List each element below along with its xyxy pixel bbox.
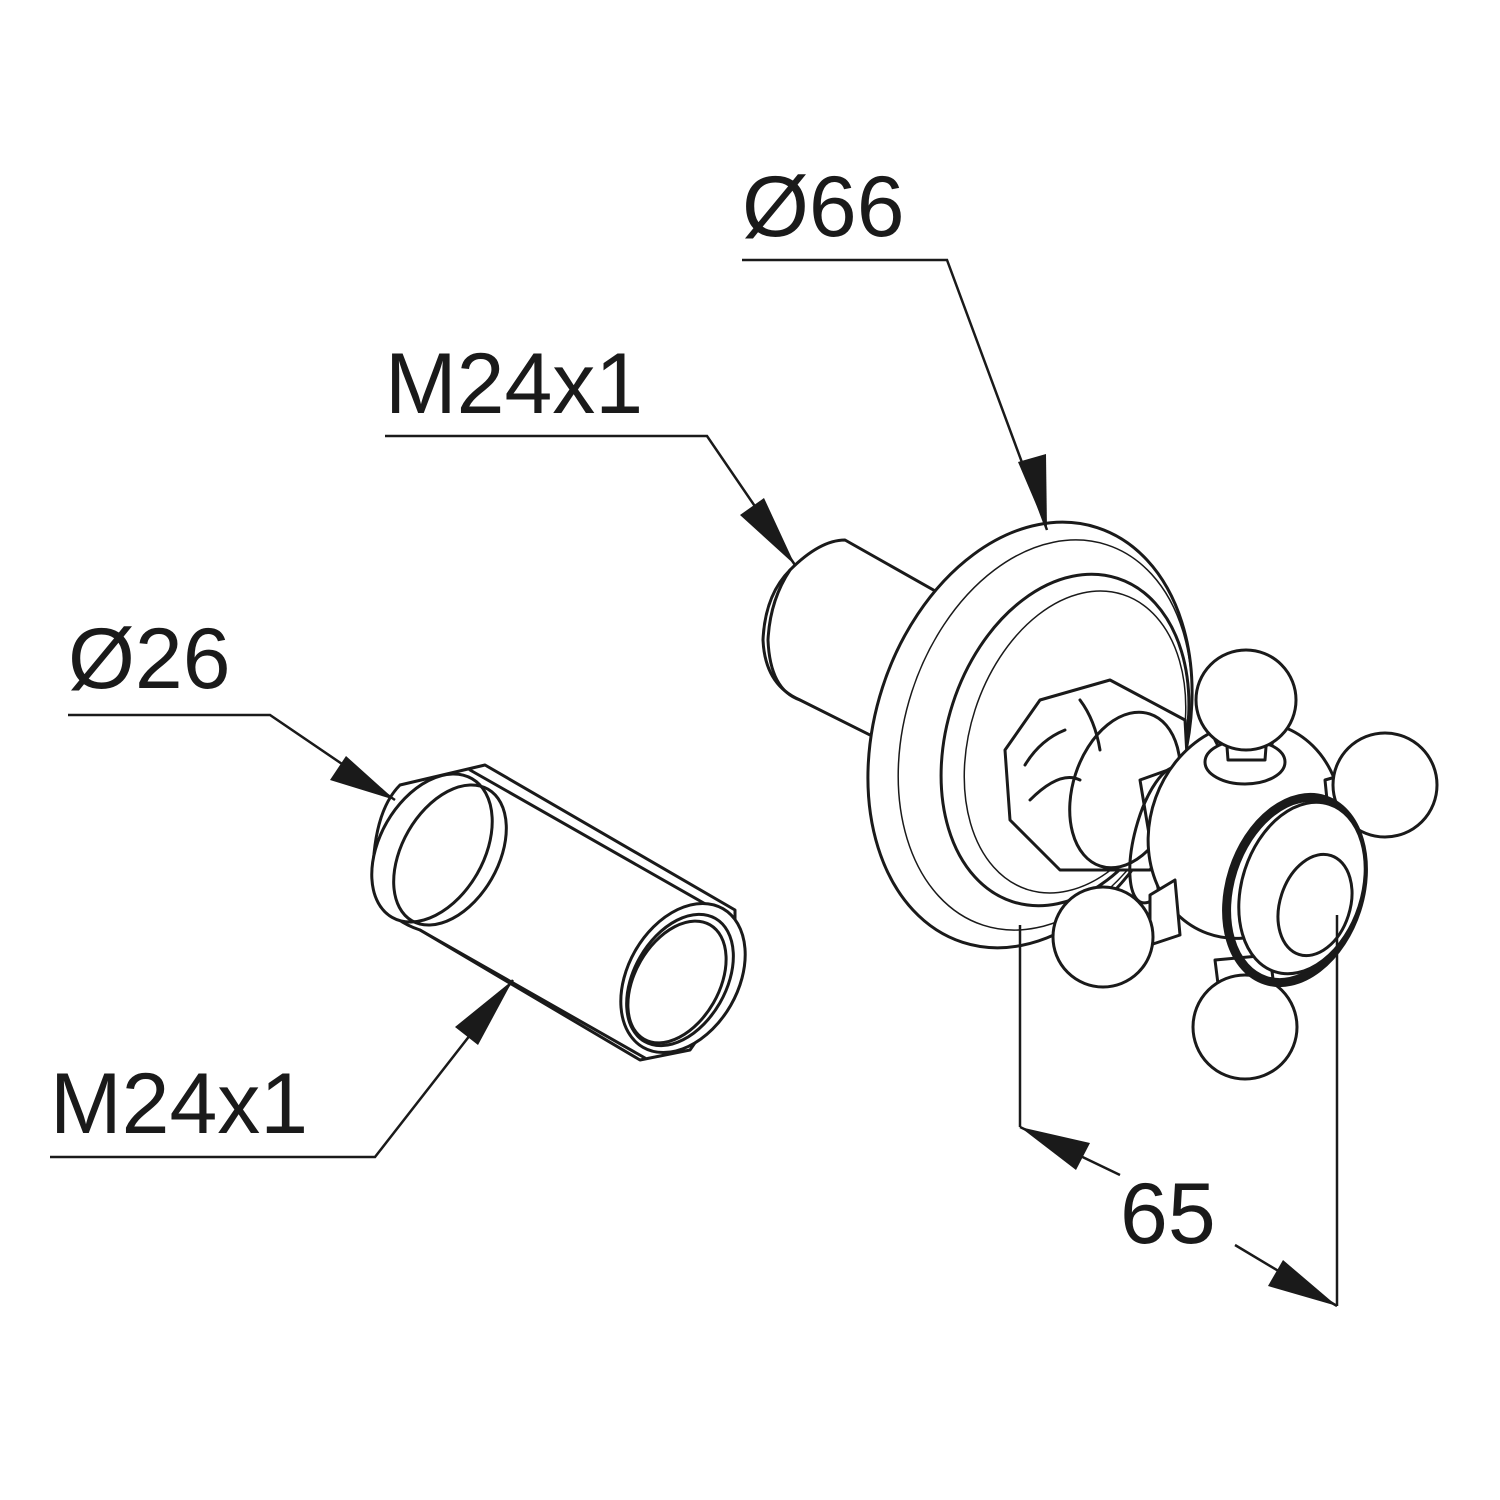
valve-assembly xyxy=(761,520,1439,1081)
dimension-extension-diameter: Ø26 xyxy=(68,611,396,802)
ball-right xyxy=(1331,731,1439,839)
handle-arm-bottom xyxy=(1191,953,1299,1081)
dimension-thread-lower: M24x1 xyxy=(50,979,514,1159)
dimension-depth: 65 xyxy=(1018,915,1339,1308)
ball-bottom xyxy=(1191,973,1299,1081)
label-flange-diameter: Ø66 xyxy=(742,159,905,255)
label-thread-upper: M24x1 xyxy=(385,336,643,432)
handle-arm-left xyxy=(1051,878,1182,989)
ball-left xyxy=(1051,885,1155,989)
handle-arm-top xyxy=(1194,648,1298,786)
label-depth: 65 xyxy=(1120,1166,1216,1262)
label-thread-lower: M24x1 xyxy=(50,1056,308,1152)
extension-sleeve xyxy=(370,763,747,1062)
ball-top xyxy=(1194,648,1298,752)
bonnet-nut xyxy=(1003,678,1192,872)
dimension-flange-diameter: Ø66 xyxy=(742,159,1049,531)
dimension-thread-upper: M24x1 xyxy=(385,336,797,566)
label-extension-diameter: Ø26 xyxy=(68,611,231,707)
index-cap xyxy=(1237,800,1367,976)
